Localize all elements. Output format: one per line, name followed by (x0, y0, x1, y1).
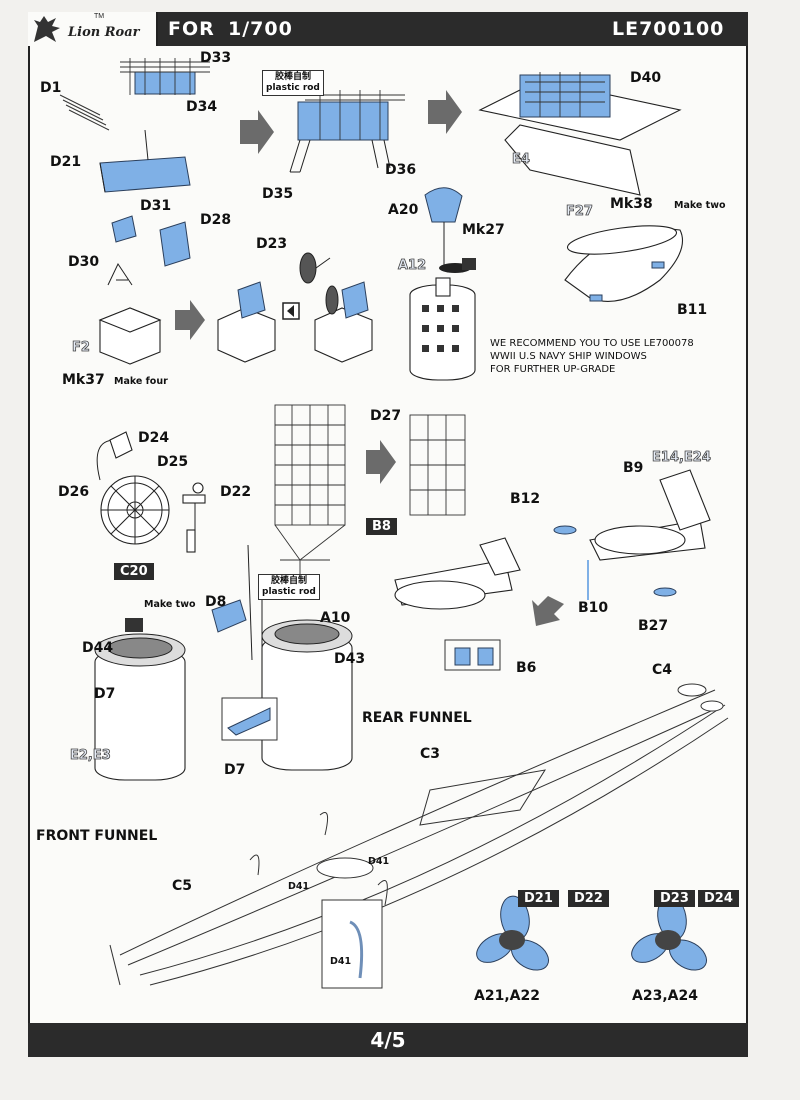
part-label: B11 (677, 302, 708, 318)
mast-platform-parts (59, 58, 682, 196)
arrow-lattice (366, 440, 396, 484)
part-label: D40 (630, 70, 662, 86)
part-label: D41 (288, 881, 310, 892)
part-label: D23 (256, 236, 288, 252)
funnel-title: REAR FUNNEL (362, 710, 472, 726)
lattice-parts (274, 404, 466, 580)
part-label: D41 (330, 956, 352, 967)
part-label: D44 (82, 640, 114, 656)
part-label: D34 (186, 99, 218, 115)
part-label: D28 (200, 212, 232, 228)
brand-logo: TM Lion Roar (28, 12, 158, 46)
lion-logo-icon (34, 16, 60, 42)
brand-trademark: TM (94, 13, 105, 20)
part-label: B9 (623, 460, 644, 476)
quantity-note: Make two (674, 200, 726, 211)
part-label: D21 (50, 154, 82, 170)
floatplane-parts (394, 469, 711, 671)
part-label: D25 (157, 454, 189, 470)
brand-name: Lion Roar (68, 25, 140, 40)
searchlight-parts (564, 225, 684, 302)
part-label: D31 (140, 198, 172, 214)
window-upgrade-note: WE RECOMMEND YOU TO USE LE700078 WWII U.… (490, 338, 694, 375)
part-label: Mk27 (462, 222, 505, 238)
step-title: Mk38 (610, 196, 653, 212)
part-label: D41 (368, 856, 390, 867)
footer-bar: 4/5 (28, 1023, 748, 1057)
part-label: D27 (370, 408, 402, 424)
part-label: E4 (512, 152, 531, 168)
part-label: D7 (94, 686, 116, 702)
radar-tower-parts (409, 187, 476, 381)
hull-railing (109, 683, 729, 989)
part-label: B12 (510, 491, 541, 507)
reel-parts (96, 431, 206, 553)
funnel-parts (94, 544, 353, 781)
part-label: D33 (200, 50, 232, 66)
part-label: C3 (420, 746, 441, 762)
part-label: D1 (40, 80, 62, 96)
part-label: F2 (72, 340, 91, 356)
photo-etch-badge: D22 (568, 890, 609, 907)
step-title: Mk37 (62, 372, 105, 388)
page-number: 4/5 (370, 1028, 406, 1052)
part-label: D7 (224, 762, 246, 778)
funnel-title: FRONT FUNNEL (36, 828, 158, 844)
header-bar: TM Lion Roar FOR 1/700 LE700100 (28, 12, 748, 46)
header-for-label: FOR (168, 18, 215, 40)
part-label: B27 (638, 618, 669, 634)
part-label: A10 (320, 610, 351, 626)
photo-etch-badge: D21 (518, 890, 559, 907)
part-label: D26 (58, 484, 90, 500)
part-label: D30 (68, 254, 100, 270)
product-code: LE700100 (612, 18, 725, 40)
quantity-note: Make four (114, 376, 168, 387)
part-label: A21,A22 (474, 988, 540, 1004)
propeller-a21 (476, 895, 549, 971)
part-label: F27 (566, 204, 594, 220)
part-label: D22 (220, 484, 252, 500)
part-label: B6 (516, 660, 537, 676)
plastic-rod-note: 胶棒自制 plastic rod (258, 574, 320, 600)
propeller-a23 (631, 895, 707, 971)
part-label: C5 (172, 878, 193, 894)
part-label: D43 (334, 651, 366, 667)
photo-etch-badge: D24 (698, 890, 739, 907)
part-label: D35 (262, 186, 294, 202)
part-label: A20 (388, 202, 419, 218)
plastic-rod-note: 胶棒自制 plastic rod (262, 70, 324, 96)
part-label: E14,E24 (652, 450, 712, 466)
director-parts (98, 215, 373, 365)
part-label: D24 (138, 430, 170, 446)
part-label: C4 (652, 662, 673, 678)
header-scale: 1/700 (228, 18, 293, 40)
part-label: A23,A24 (632, 988, 698, 1004)
part-label: A12 (398, 258, 427, 274)
part-label: D8 (205, 594, 227, 610)
part-label: E2,E3 (70, 748, 112, 764)
sprue-badge: C20 (114, 563, 154, 580)
part-label: B10 (578, 600, 609, 616)
part-label: D36 (385, 162, 417, 178)
sprue-badge: B8 (366, 518, 397, 535)
quantity-note: Make two (144, 599, 196, 610)
photo-etch-badge: D23 (654, 890, 695, 907)
